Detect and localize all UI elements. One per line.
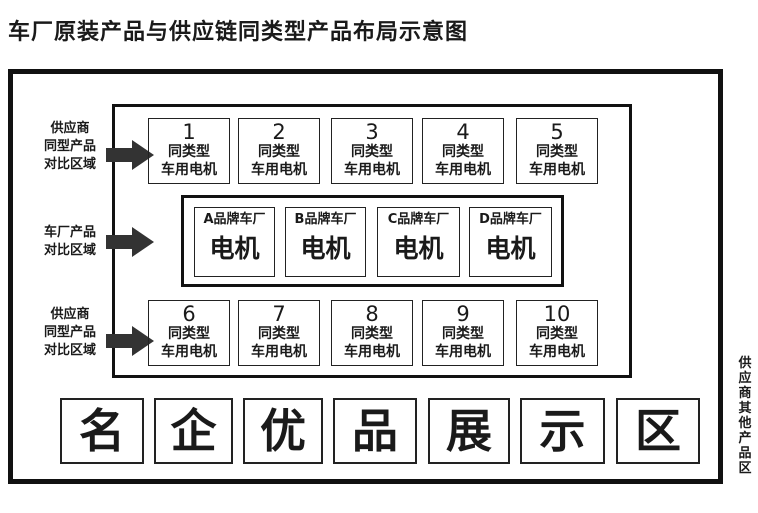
showcase-char-7: 区 — [616, 398, 700, 464]
label-supplier-other-products: 供应商其他产品区 — [738, 356, 752, 476]
supplier-product-3: 3 同类型 车用电机 — [331, 118, 413, 184]
supplier-product-8: 8 同类型 车用电机 — [331, 300, 413, 366]
supplier-product-1: 1 同类型 车用电机 — [148, 118, 230, 184]
arrow-top-icon — [106, 140, 154, 170]
supplier-product-6: 6 同类型 车用电机 — [148, 300, 230, 366]
oem-frame — [181, 195, 564, 287]
showcase-char-4: 品 — [333, 398, 417, 464]
diagram-title: 车厂原装产品与供应链同类型产品布局示意图 — [8, 20, 469, 45]
oem-product-a: A品牌车厂 电机 — [194, 207, 275, 277]
showcase-char-1: 名 — [60, 398, 144, 464]
oem-product-c: C品牌车厂 电机 — [377, 207, 460, 277]
supplier-product-5: 5 同类型 车用电机 — [516, 118, 598, 184]
supplier-product-9: 9 同类型 车用电机 — [422, 300, 504, 366]
showcase-char-2: 企 — [154, 398, 233, 464]
oem-product-b: B品牌车厂 电机 — [285, 207, 366, 277]
outer-frame — [8, 69, 723, 484]
showcase-char-3: 优 — [243, 398, 323, 464]
supplier-product-10: 10 同类型 车用电机 — [516, 300, 598, 366]
label-supplier-top: 供应商 同型产品 对比区域 — [43, 121, 96, 172]
supplier-product-7: 7 同类型 车用电机 — [238, 300, 320, 366]
supplier-product-4: 4 同类型 车用电机 — [422, 118, 504, 184]
label-supplier-bottom: 供应商 同型产品 对比区域 — [43, 307, 96, 358]
arrow-bottom-icon — [106, 326, 154, 356]
arrow-middle-icon — [106, 227, 154, 257]
showcase-char-5: 展 — [428, 398, 510, 464]
supplier-product-2: 2 同类型 车用电机 — [238, 118, 320, 184]
oem-product-d: D品牌车厂 电机 — [469, 207, 552, 277]
showcase-char-6: 示 — [520, 398, 605, 464]
label-oem: 车厂产品 对比区域 — [43, 225, 96, 258]
